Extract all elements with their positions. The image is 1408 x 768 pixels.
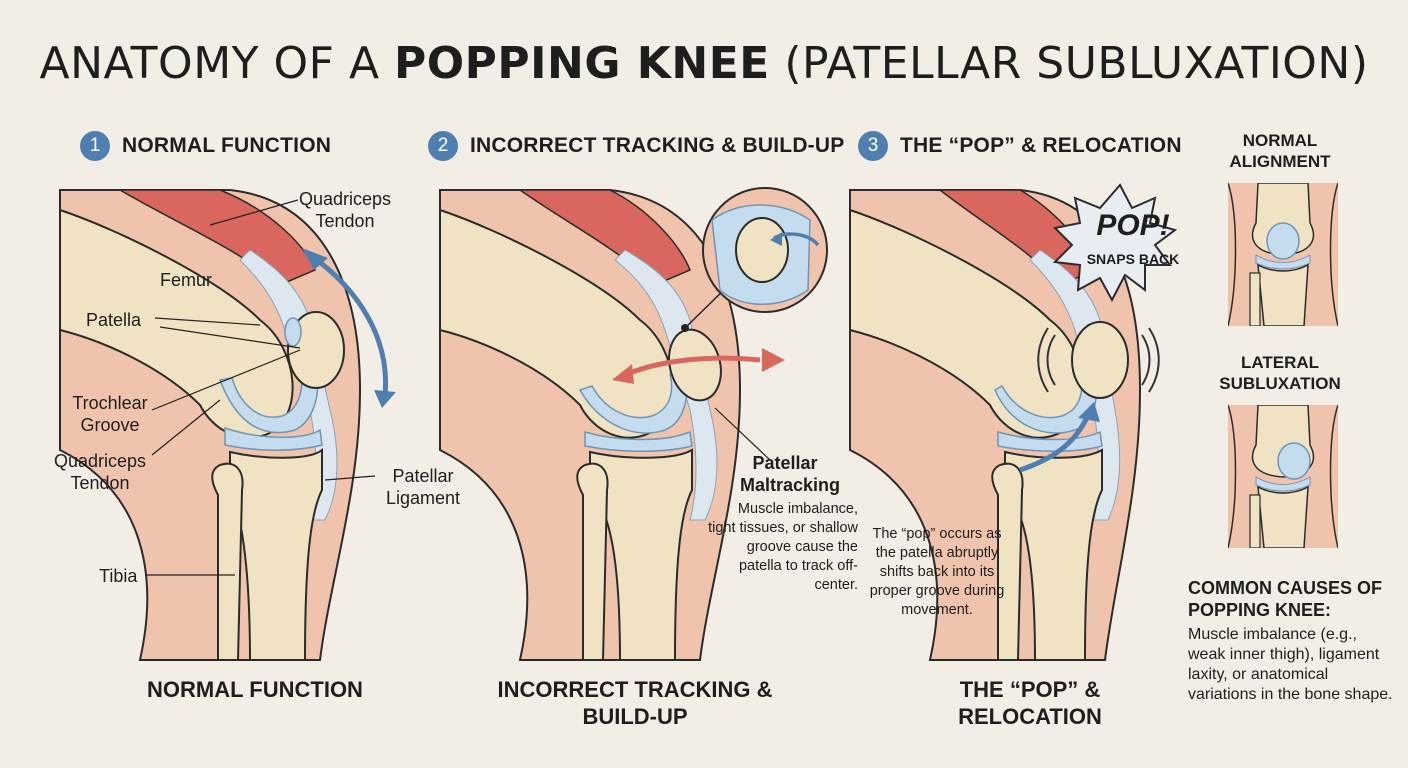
snaps-back-text: SNAPS BACK (1086, 251, 1180, 267)
causes-text: Muscle imbalance (e.g., weak inner thigh… (1188, 626, 1393, 703)
pop-text: POP! (1096, 209, 1170, 242)
step-label: NORMAL FUNCTION (122, 134, 332, 157)
label-patellar-ligament: Patellar Ligament (385, 466, 461, 508)
label-tibia: Tibia (99, 566, 138, 586)
note-maltracking: Muscle imbalance, tight tissues, or shal… (708, 501, 858, 593)
note-pop: The “pop” occurs as the patella abruptly… (869, 526, 1005, 618)
step-3-header: 3 THE “POP” & RELOCATION (858, 131, 1182, 161)
causes-heading: COMMON CAUSES OF POPPING KNEE: (1188, 578, 1383, 620)
caption-normal-function: NORMAL FUNCTION (147, 677, 363, 702)
step-2-header: 2 INCORRECT TRACKING & BUILD-UP (428, 131, 844, 161)
caption-pop-relocation: THE “POP” & RELOCATION (958, 677, 1102, 729)
heading-lateral-subluxation: LATERAL SUBLUXATION (1219, 353, 1341, 393)
label-patella: Patella (86, 310, 142, 330)
heading-normal-alignment: NORMAL ALIGNMENT (1229, 131, 1331, 171)
label-patellar-maltracking: Patellar Maltracking (740, 453, 841, 495)
label-quadriceps-tendon-left: Quadriceps Tendon (53, 451, 147, 493)
knee-illustration-pop (849, 183, 1178, 661)
step-label: INCORRECT TRACKING & BUILD-UP (470, 134, 845, 157)
knee-illustration-maltracking (439, 187, 828, 661)
knee-illustration-normal (59, 189, 396, 661)
caption-incorrect-tracking: INCORRECT TRACKING & BUILD-UP (497, 677, 773, 729)
page-title: ANATOMY OF A POPPING KNEE (PATELLAR SUBL… (39, 38, 1369, 89)
label-quadriceps-tendon: Quadriceps Tendon (298, 189, 392, 231)
label-femur: Femur (160, 270, 213, 290)
step-1-header: 1 NORMAL FUNCTION (80, 131, 331, 161)
front-view-normal-alignment (1228, 183, 1338, 326)
common-causes-box: COMMON CAUSES OF POPPING KNEE: Muscle im… (1188, 577, 1393, 705)
step-number: 3 (858, 131, 888, 161)
front-view-lateral-subluxation (1228, 405, 1338, 548)
step-number: 1 (80, 131, 110, 161)
label-trochlear-groove: Trochlear Groove (72, 393, 148, 435)
step-label: THE “POP” & RELOCATION (900, 134, 1182, 157)
step-number: 2 (428, 131, 458, 161)
